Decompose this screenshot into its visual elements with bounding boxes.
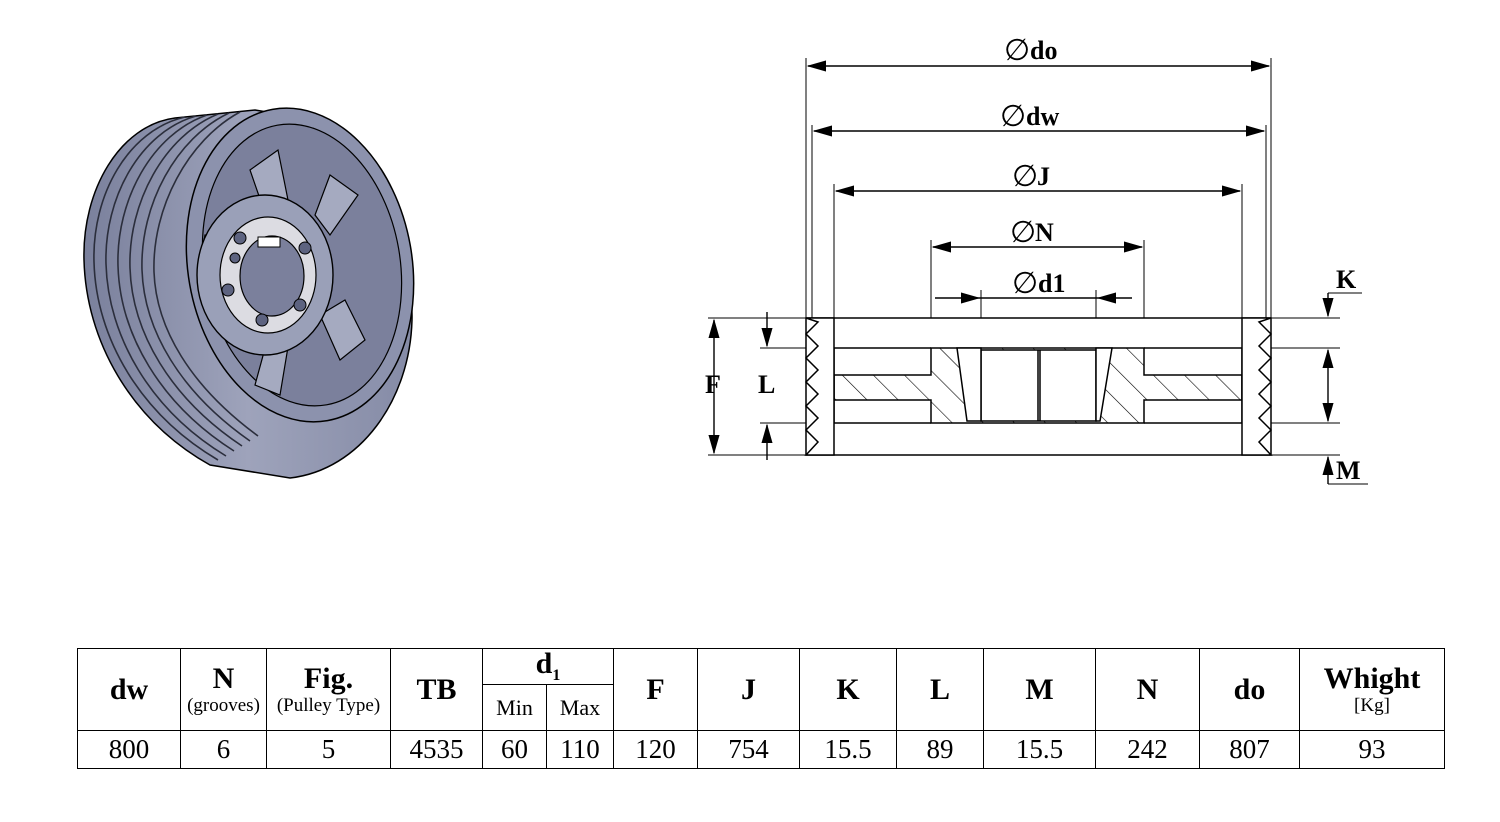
pulley-front-face [185, 107, 415, 423]
cell-K: 15.5 [799, 730, 897, 769]
header-M: M [983, 648, 1096, 731]
header-N: N(grooves) [180, 648, 267, 731]
cell-L: 89 [896, 730, 984, 769]
diameter-symbol: ∅ [1004, 34, 1030, 67]
cell-dw: 800 [77, 730, 181, 769]
label-F: F [705, 370, 721, 399]
header-weight: Whight[Kg] [1299, 648, 1445, 731]
svg-text:∅: ∅ [1000, 100, 1026, 133]
table-header-row: dw N(grooves) Fig.(Pulley Type) TB d1 F … [77, 648, 1445, 731]
header-N2: N [1095, 648, 1200, 731]
label-M: M [1336, 456, 1361, 485]
label-d1: d1 [1038, 269, 1065, 298]
cell-tb: 4535 [390, 730, 483, 769]
cell-fig: 5 [266, 730, 391, 769]
svg-text:∅: ∅ [1012, 160, 1038, 193]
dimension-labels: ∅ do ∅ dw ∅ J ∅ N ∅ d1 K M F L [705, 34, 1361, 485]
label-L: L [758, 370, 775, 399]
header-d1: d1 [482, 648, 614, 685]
label-dw: dw [1026, 102, 1059, 131]
header-fig: Fig.(Pulley Type) [266, 648, 391, 731]
header-dw: dw [77, 648, 181, 731]
svg-text:∅: ∅ [1012, 267, 1038, 300]
label-do: do [1030, 36, 1057, 65]
section-body [804, 317, 1273, 456]
cell-min: 60 [482, 730, 547, 769]
header-do: do [1199, 648, 1300, 731]
dimension-lines [806, 60, 1271, 304]
header-max: Max [546, 684, 614, 731]
pulley-section-drawing: ∅ do ∅ dw ∅ J ∅ N ∅ d1 K M F L [705, 34, 1368, 485]
extension-lines [805, 58, 1272, 350]
label-J: J [1037, 162, 1050, 191]
table-row: 800 6 5 4535 60 110 120 754 15.5 89 15.5… [77, 730, 1445, 769]
header-K: K [799, 648, 897, 731]
label-K: K [1336, 265, 1357, 294]
label-N: N [1035, 218, 1054, 247]
spec-table: dw N(grooves) Fig.(Pulley Type) TB d1 F … [77, 648, 1445, 769]
svg-text:∅: ∅ [1010, 216, 1036, 249]
cell-N: 6 [180, 730, 267, 769]
pulley-3d-illustration [83, 107, 415, 479]
cell-weight: 93 [1299, 730, 1445, 769]
cell-do: 807 [1199, 730, 1300, 769]
header-F: F [613, 648, 698, 731]
header-min: Min [482, 684, 547, 731]
cell-M: 15.5 [983, 730, 1096, 769]
cell-max: 110 [546, 730, 614, 769]
cell-N2: 242 [1095, 730, 1200, 769]
cell-F: 120 [613, 730, 698, 769]
header-J: J [697, 648, 800, 731]
header-L: L [896, 648, 984, 731]
header-tb: TB [390, 648, 483, 731]
table-subheader-row: Min Max [78, 684, 1445, 731]
cell-J: 754 [697, 730, 800, 769]
